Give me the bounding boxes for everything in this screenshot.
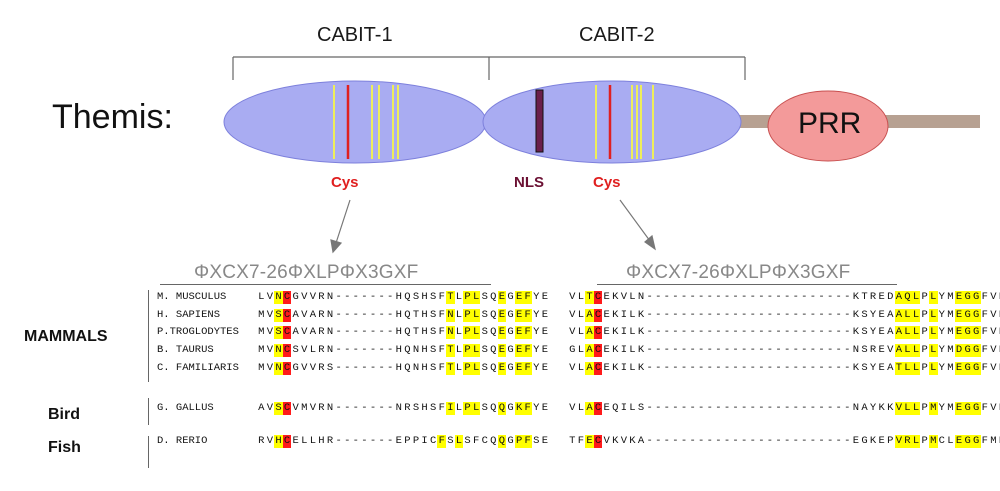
cabit-2-label: CABIT-2	[579, 24, 655, 46]
nls-marker	[535, 89, 544, 153]
species-name: G. GALLUS	[157, 402, 214, 414]
group-label-mammals: MAMMALS	[24, 328, 108, 345]
cabit-1-label: CABIT-1	[317, 24, 393, 46]
group-label-fish: Fish	[48, 439, 81, 456]
cys-label-1: Cys	[331, 174, 359, 191]
prr-domain	[767, 90, 889, 162]
cys-label-2: Cys	[593, 174, 621, 191]
group-label-bird: Bird	[48, 406, 80, 423]
bird-bracket	[148, 398, 149, 425]
motif-rule-right	[597, 284, 897, 285]
cabit-2-motif-bars	[595, 85, 654, 159]
species-name: C. FAMILIARIS	[157, 362, 239, 374]
prr-label: PRR	[798, 107, 862, 140]
mammals-bracket	[148, 290, 149, 382]
cabit-1-motif-bars	[333, 85, 399, 159]
arrow-left-shaft	[335, 199, 351, 244]
arrow-right-shaft	[619, 199, 651, 242]
cabit-1-domain	[223, 80, 487, 164]
cabit-brackets	[232, 56, 746, 80]
arrows	[330, 199, 656, 254]
arrow-right-head	[644, 234, 656, 251]
species-name: M. MUSCULUS	[157, 291, 227, 303]
domain-schematic	[223, 56, 980, 254]
motif-header-right: ΦXCX7-26ΦXLPΦX3GXF	[626, 262, 851, 283]
species-name: P.TROGLODYTES	[157, 326, 239, 338]
motif-rule-left	[160, 284, 491, 285]
species-name: B. TAURUS	[157, 344, 214, 356]
arrow-left-head	[330, 239, 343, 254]
species-name: H. SAPIENS	[157, 309, 221, 321]
nls-label: NLS	[514, 174, 544, 191]
protein-name: Themis:	[52, 98, 173, 136]
motif-header-left: ΦXCX7-26ΦXLPΦX3GXF	[194, 262, 419, 283]
species-name: D. RERIO	[157, 435, 208, 447]
fish-bracket	[148, 436, 149, 468]
cabit-2-domain	[482, 80, 742, 164]
